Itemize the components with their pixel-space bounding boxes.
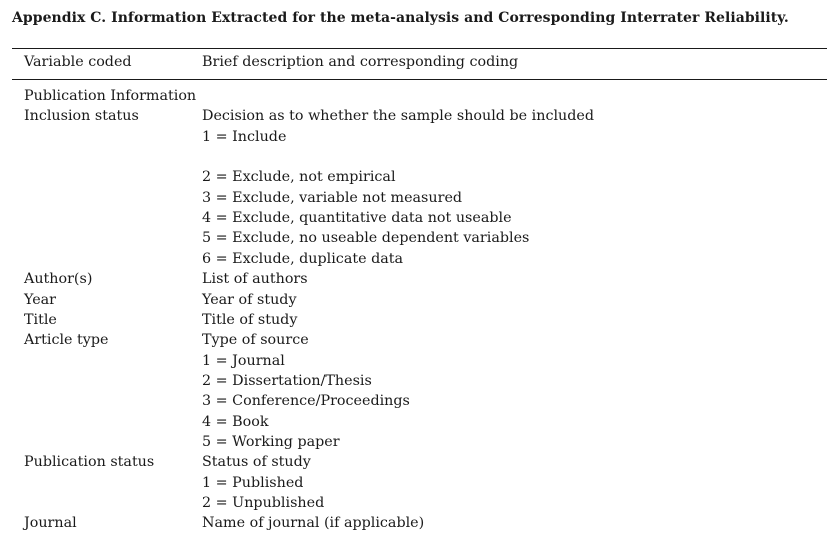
column-header-variable: Variable coded	[24, 54, 132, 70]
table-top-rule	[12, 48, 827, 49]
table-cell-variable: Inclusion status	[24, 108, 139, 125]
table-cell-description: 2 = Exclude, not empirical	[202, 169, 396, 186]
table-cell-description: Decision as to whether the sample should…	[202, 108, 594, 125]
table-cell-description: 5 = Exclude, no useable dependent variab…	[202, 230, 530, 247]
table-cell-description: Type of source	[202, 332, 309, 349]
table-cell-variable: Title	[24, 311, 57, 328]
table-cell-variable: Publication status	[24, 454, 155, 471]
table-cell-variable: Publication Information	[24, 88, 197, 104]
table-cell-description: 2 = Unpublished	[202, 495, 325, 511]
table-cell-variable: Author(s)	[24, 271, 93, 288]
table-cell-variable: Journal	[24, 515, 77, 532]
table-header-rule	[12, 79, 827, 80]
table-cell-description: 3 = Exclude, variable not measured	[202, 189, 463, 206]
column-header-description: Brief description and corresponding codi…	[202, 54, 519, 70]
table-cell-description: 6 = Exclude, duplicate data	[202, 250, 404, 267]
table-cell-variable: Year	[24, 291, 57, 308]
table-cell-description: Title of study	[202, 311, 298, 328]
table-cell-description: 4 = Book	[202, 413, 269, 430]
table-cell-description: Status of study	[202, 454, 311, 471]
table-cell-description: 1 = Include	[202, 128, 287, 145]
table-cell-description: 1 = Journal	[202, 352, 285, 369]
table-cell-description: 3 = Conference/Proceedings	[202, 393, 410, 410]
appendix-title: Appendix C. Information Extracted for th…	[12, 10, 789, 26]
table-cell-description: 4 = Exclude, quantitative data not useab…	[202, 210, 512, 227]
table-cell-description: Name of journal (if applicable)	[202, 515, 425, 532]
table-cell-description: 5 = Working paper	[202, 433, 340, 450]
table-cell-description: 1 = Published	[202, 474, 304, 491]
table-cell-description: 2 = Dissertation/Thesis	[202, 372, 372, 389]
table-cell-description: Year of study	[202, 291, 297, 308]
table-cell-description: List of authors	[202, 271, 308, 288]
table-cell-variable: Article type	[24, 332, 109, 349]
